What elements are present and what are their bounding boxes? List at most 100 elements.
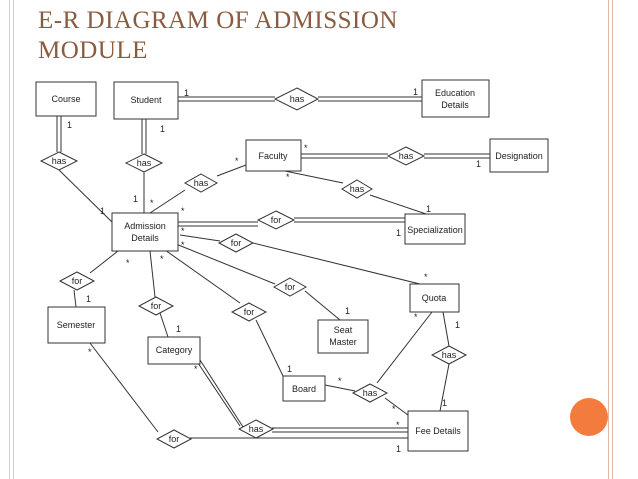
rel-admission-board-for-label: for <box>244 307 255 317</box>
entity-student-label: Student <box>130 95 162 105</box>
card-board-1: 1 <box>287 364 292 374</box>
card-seat-1: 1 <box>345 306 350 316</box>
rel-faculty-admission-has-label: has <box>194 178 209 188</box>
card-designation-1: 1 <box>476 159 481 169</box>
entity-education-label-1: Education <box>435 88 475 98</box>
entity-fee-details: Fee Details <box>407 410 469 452</box>
entity-category-label: Category <box>156 345 193 355</box>
rel-admission-quota-for-label: for <box>231 238 242 248</box>
rel-course-has: has <box>39 151 79 171</box>
card-semester-1: 1 <box>86 294 91 304</box>
cardinality-labels: 1 1 1 1 1 1 * * * 1 * 1 * 1 * * * 1 * 1 … <box>67 87 481 454</box>
connector-lines <box>56 96 490 439</box>
rel-board-fee-has-label: has <box>363 388 378 398</box>
card-spec-1: 1 <box>396 228 401 238</box>
rel-category-fee-has-label: has <box>249 424 264 434</box>
rel-admission-category-for: for <box>137 296 175 316</box>
rel-admission-seat-for: for <box>272 277 308 297</box>
rel-student-education-has-label: has <box>290 94 305 104</box>
line-adm-for-cat <box>149 250 156 298</box>
rel-course-has-label: has <box>52 156 67 166</box>
line-adm-for-quota <box>179 234 221 242</box>
slide-border-right-inner <box>612 0 613 479</box>
rel-admission-semester-for: for <box>58 271 96 291</box>
entity-education-label-2: Details <box>441 100 469 110</box>
rel-faculty-admission-has: has <box>183 173 219 193</box>
entity-specialization: Specialization <box>404 213 466 245</box>
line-adm-for-board <box>164 249 241 304</box>
line-for-seat <box>304 290 341 321</box>
rel-category-fee-has: has <box>237 419 275 439</box>
slide-title-line-2: MODULE <box>38 37 148 64</box>
slide-border-left-inner <box>13 0 14 479</box>
slide-title-line-1: E-R DIAGRAM OF ADMISSION <box>38 7 398 34</box>
card-category-1: 1 <box>176 324 181 334</box>
card-admission-spec-many: * <box>181 206 185 216</box>
line-for-sem <box>73 289 77 308</box>
line-has-fee-quota <box>439 363 450 412</box>
line-adm-for-seat <box>175 243 276 285</box>
entity-faculty-label: Faculty <box>258 151 288 161</box>
rel-admission-quota-for: for <box>217 233 255 253</box>
card-board-many: * <box>338 376 342 386</box>
card-fee-quota-1: 1 <box>442 398 447 408</box>
entity-seat-master-label-2: Master <box>329 337 357 347</box>
entity-course-label: Course <box>51 94 80 104</box>
card-quota-many: * <box>424 272 428 282</box>
card-faculty-spec-many: * <box>286 172 290 182</box>
line-for-quota <box>252 242 429 287</box>
card-quota-board-many: * <box>414 312 418 322</box>
rel-admission-specialization-for-label: for <box>271 215 282 225</box>
rel-semester-fee-for-label: for <box>169 434 180 444</box>
rel-admission-board-for: for <box>230 302 268 322</box>
card-semester-many: * <box>88 347 92 357</box>
entity-seat-master-label-1: Seat <box>334 325 353 335</box>
rel-admission-specialization-for: for <box>256 210 296 230</box>
entity-category: Category <box>147 336 201 365</box>
line-for-cat <box>159 312 169 338</box>
rel-semester-fee-for: for <box>155 429 193 449</box>
line-has-admission-faculty <box>149 189 186 214</box>
line-cat-has-b <box>199 359 246 431</box>
card-fee-semester-1: 1 <box>396 444 401 454</box>
card-admission-sem-many: * <box>126 258 130 268</box>
slide-border-right <box>608 0 609 479</box>
entity-student: Student <box>113 81 179 120</box>
card-admission-faculty-many: * <box>150 198 154 208</box>
line-quota-has <box>442 311 450 347</box>
entity-semester: Semester <box>47 306 106 344</box>
line-faculty-has-spec <box>279 169 344 184</box>
rel-faculty-specialization-has: has <box>341 179 373 199</box>
line-board-has <box>324 384 356 392</box>
entity-board: Board <box>282 375 326 402</box>
entity-quota: Quota <box>409 283 460 313</box>
entity-quota-label: Quota <box>422 293 447 303</box>
line-has-spec <box>369 194 433 217</box>
rel-quota-fee-has-label: has <box>442 350 457 360</box>
card-course-1: 1 <box>67 120 72 130</box>
entity-semester-label: Semester <box>57 320 96 330</box>
card-admission-seat-many: * <box>181 240 185 250</box>
line-for-board <box>255 319 284 377</box>
card-admission-course-1: 1 <box>100 206 105 216</box>
card-spec-faculty-1: 1 <box>426 204 431 214</box>
rel-faculty-designation-has-label: has <box>399 151 414 161</box>
entity-admission-details: Admission Details <box>111 212 179 252</box>
line-cat-has <box>195 359 241 427</box>
entity-admission-label-1: Admission <box>124 221 166 231</box>
entity-admission-label-2: Details <box>131 233 159 243</box>
entity-designation-label: Designation <box>495 151 543 161</box>
entity-seat-master: Seat Master <box>317 319 369 354</box>
card-category-many: * <box>194 364 198 374</box>
entity-specialization-label: Specialization <box>407 225 463 235</box>
entity-fee-details-label: Fee Details <box>415 426 461 436</box>
card-student-1: 1 <box>160 124 165 134</box>
slide-border-left <box>9 0 10 479</box>
rel-admission-category-for-label: for <box>151 301 162 311</box>
card-faculty-many-1: * <box>235 156 239 166</box>
entity-board-label: Board <box>292 384 316 394</box>
card-quota-1: 1 <box>455 320 460 330</box>
entity-designation: Designation <box>489 138 549 173</box>
rel-student-education-has: has <box>273 87 320 111</box>
